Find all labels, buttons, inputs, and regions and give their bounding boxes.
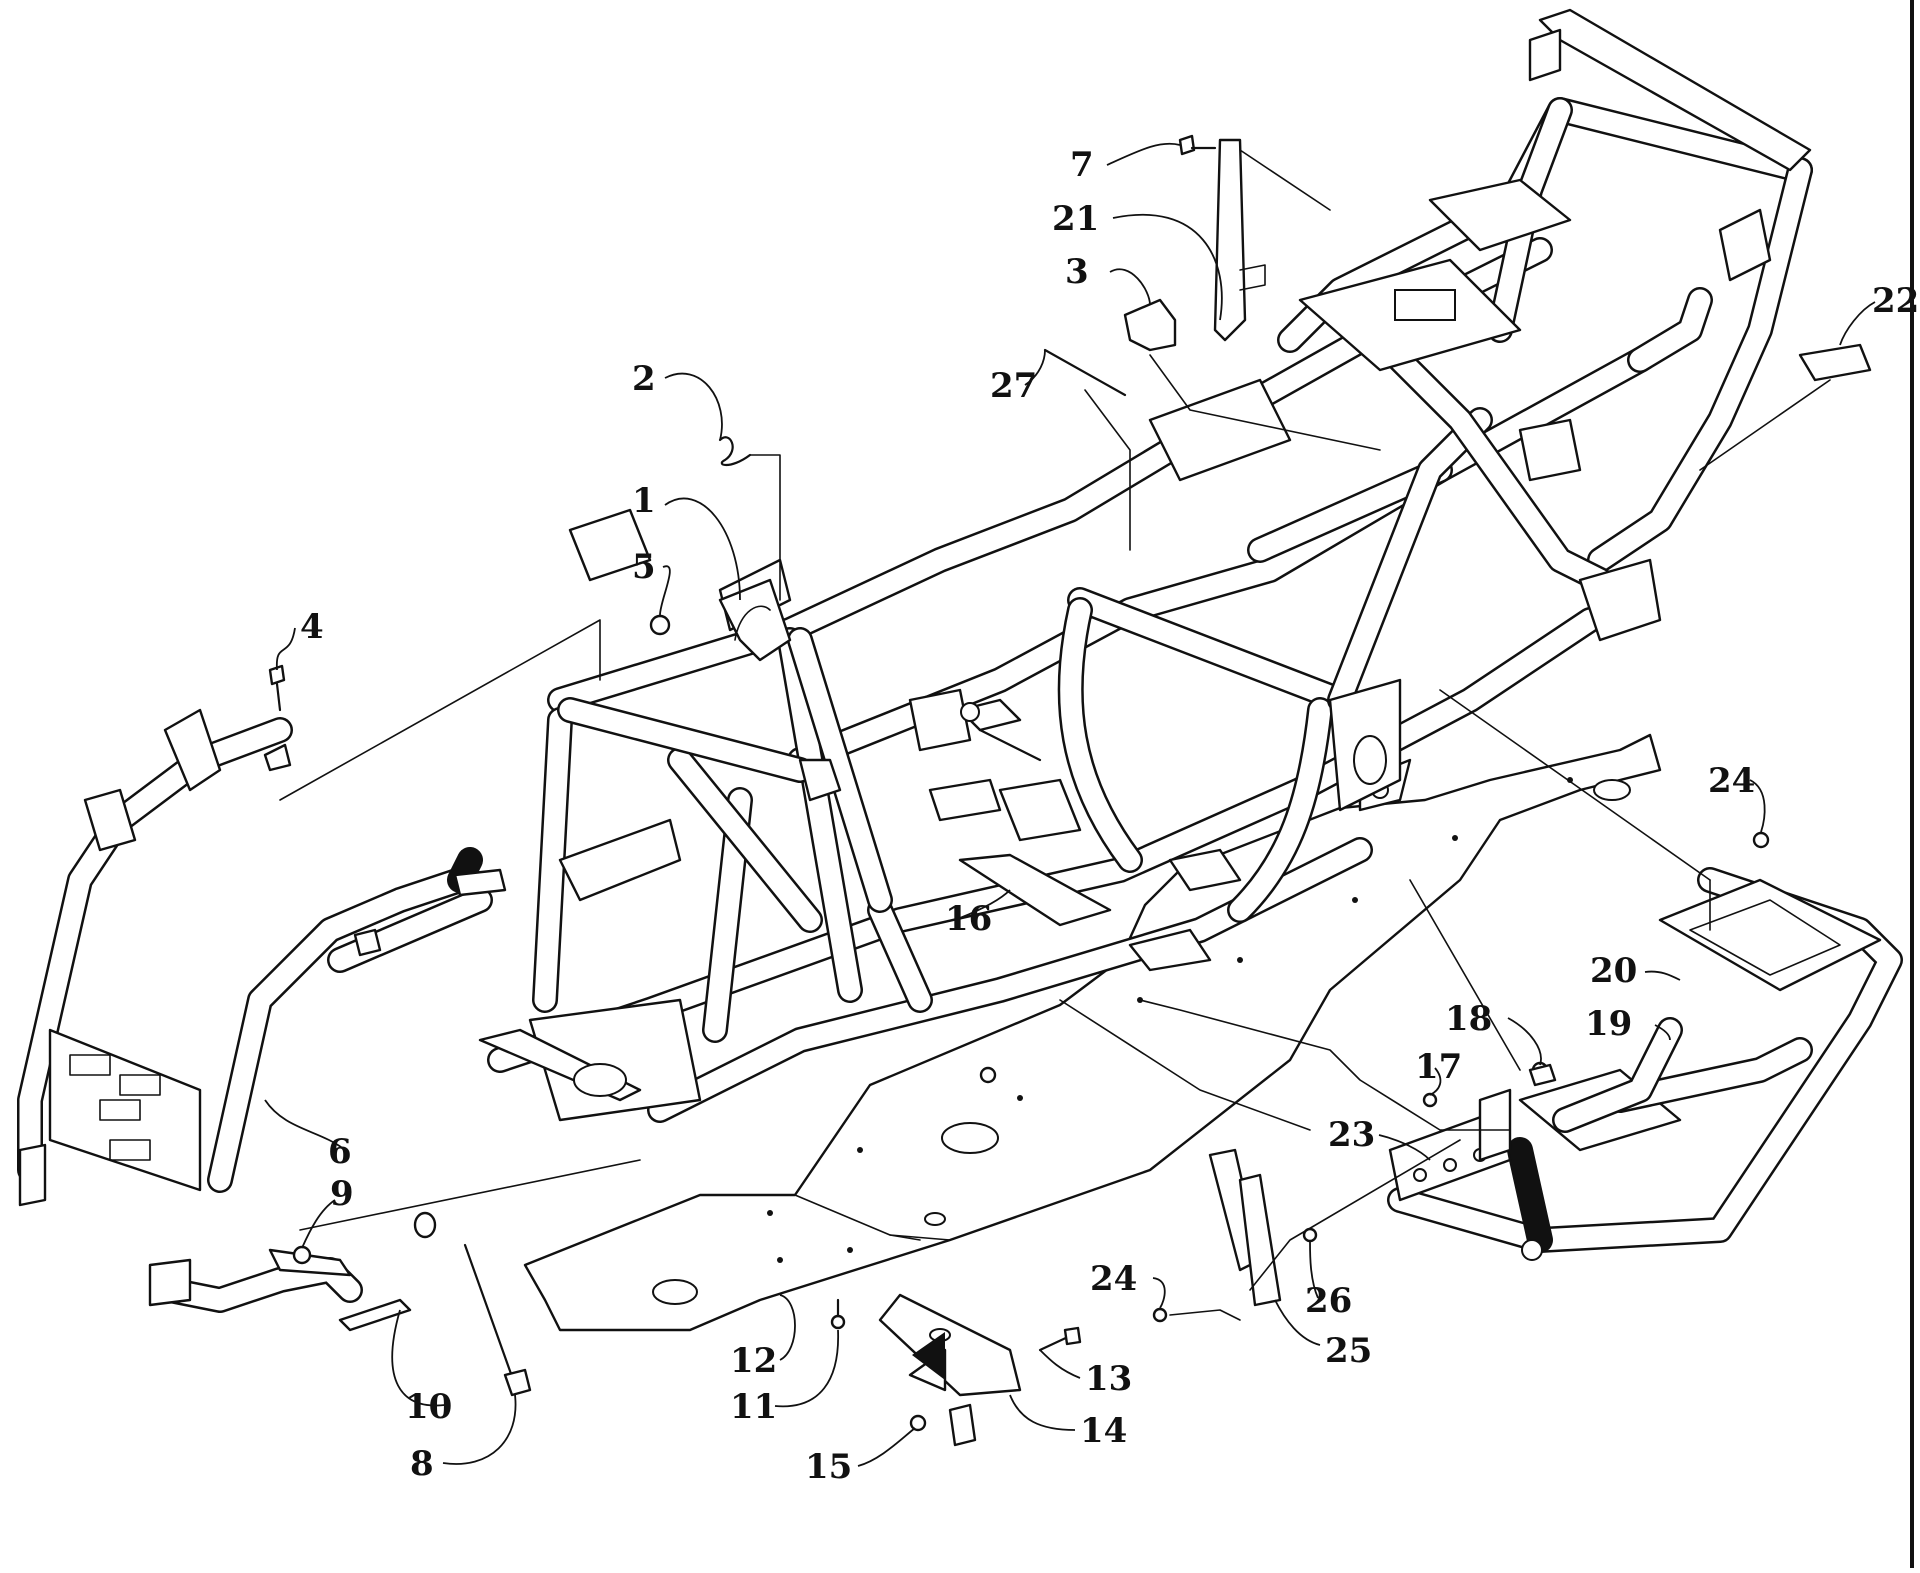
callout-1: 1	[632, 481, 656, 521]
callout-11: 11	[730, 1387, 777, 1427]
callout-5: 5	[632, 547, 656, 587]
rear-subframe	[1387, 867, 1903, 1261]
callout-16: 16	[945, 899, 992, 939]
warning-triangle-icon	[912, 1332, 945, 1380]
callout-25: 25	[1325, 1331, 1372, 1371]
loose-parts	[268, 134, 1872, 1447]
callout-13: 13	[1085, 1359, 1132, 1399]
callout-4: 4	[300, 607, 324, 647]
callout-7: 7	[1070, 145, 1094, 185]
callout-2: 2	[632, 359, 656, 399]
callout-17: 17	[1415, 1047, 1462, 1087]
callout-18: 18	[1445, 999, 1492, 1039]
callout-9: 9	[330, 1174, 354, 1214]
callout-12: 12	[730, 1341, 777, 1381]
callout-20: 20	[1590, 951, 1637, 991]
callout-23: 23	[1328, 1115, 1375, 1155]
callout-19: 19	[1585, 1004, 1632, 1044]
callout-6: 6	[328, 1132, 352, 1172]
callout-10: 10	[405, 1387, 452, 1427]
callout-leaders	[264, 142, 1876, 1467]
callout-8: 8	[410, 1444, 434, 1484]
callout-26: 26	[1305, 1281, 1352, 1321]
callout-24-upper: 24	[1708, 761, 1755, 801]
assembly-lines	[279, 149, 1831, 1321]
callout-27: 27	[990, 366, 1037, 406]
front-bumper	[17, 708, 507, 1313]
callout-labels: 1 2 3 4 5 6 7 8 9 10 11 12 13 14 15 16 1…	[300, 145, 1919, 1487]
callout-24-lower: 24	[1090, 1259, 1137, 1299]
main-frame	[478, 8, 1813, 1123]
callout-14: 14	[1080, 1411, 1127, 1451]
callout-21: 21	[1052, 199, 1099, 239]
callout-15: 15	[805, 1447, 852, 1487]
callout-3: 3	[1065, 252, 1089, 292]
skid-plate	[523, 733, 1662, 1332]
